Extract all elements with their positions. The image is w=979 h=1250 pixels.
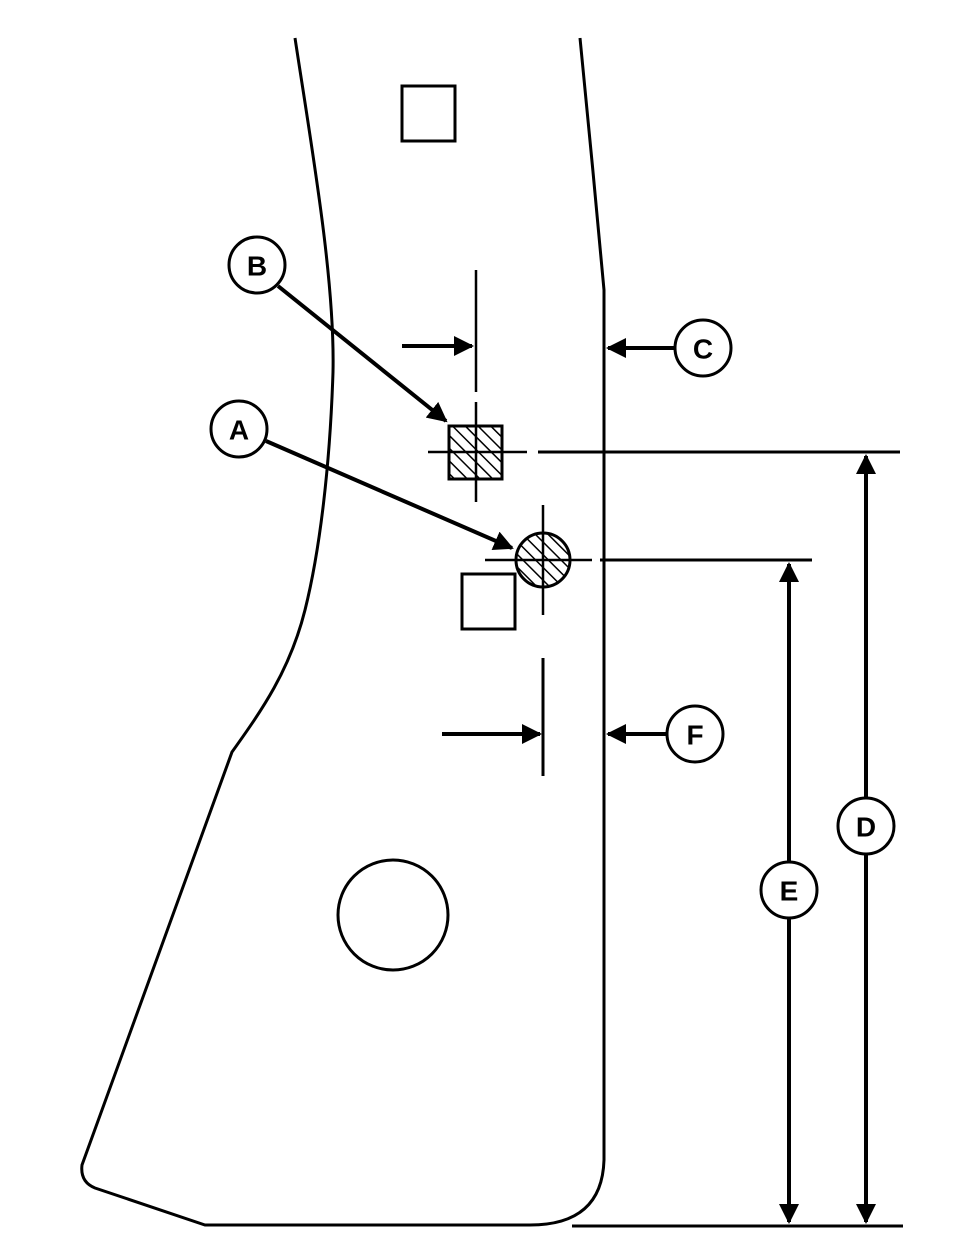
upper-square-hole xyxy=(400,84,457,143)
callout-d: D xyxy=(836,796,896,856)
callout-f-label: F xyxy=(686,720,703,751)
callout-b-label: B xyxy=(247,251,267,282)
callout-a: A xyxy=(209,399,269,459)
callout-c-label: C xyxy=(693,334,713,365)
callout-f: F xyxy=(665,704,725,764)
leader-b xyxy=(276,284,448,423)
hole-a-marker xyxy=(485,505,592,615)
lower-square-hole xyxy=(460,572,517,631)
callout-a-label: A xyxy=(229,415,249,446)
round-hole xyxy=(336,858,450,972)
rail-outer-edge xyxy=(80,37,606,1227)
callout-b: B xyxy=(227,235,287,295)
frame-rail xyxy=(80,37,606,1227)
callout-d-label: D xyxy=(856,812,876,843)
leader-a xyxy=(265,439,514,550)
callout-e: E xyxy=(759,860,819,920)
hole-b-marker xyxy=(428,270,527,502)
callout-e-label: E xyxy=(780,876,799,907)
callout-c: C xyxy=(673,318,733,378)
